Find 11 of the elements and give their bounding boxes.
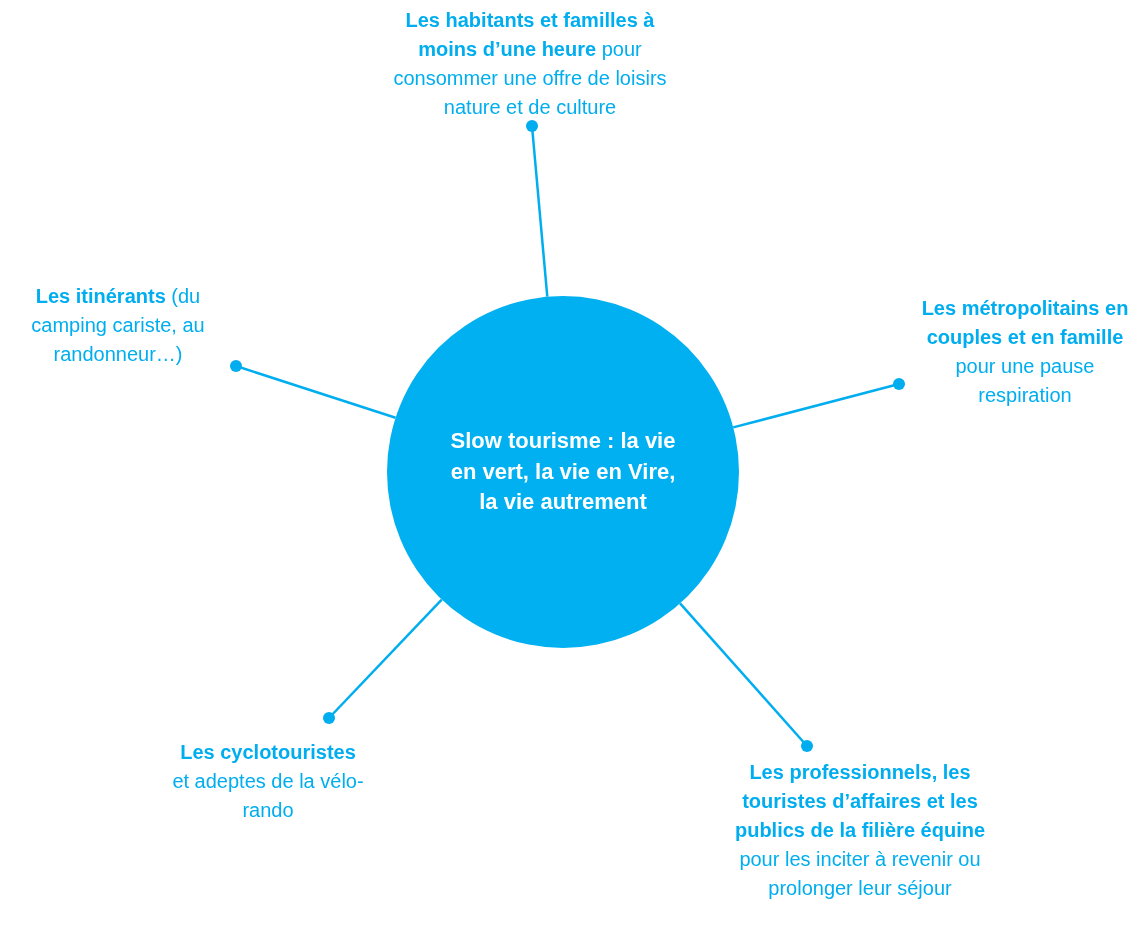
connector-line xyxy=(732,378,905,429)
audience-text: Les habitants et familles à moins d’une heure pour consommer une offre de loisirs nature et de culture xyxy=(392,8,668,120)
audience-text: Les itinérants (du camping cariste, au randonneur…) xyxy=(30,284,206,367)
circle-title: Slow tourisme : la vie en vert, la vie en Vire, la vie autrement xyxy=(449,426,677,517)
audience-text: Les métropolitains en couples et en famille pour une pause respiration xyxy=(920,296,1130,408)
connector-line xyxy=(230,360,396,419)
connector-line xyxy=(323,598,443,724)
audience-text: Les professionnels, les touristes d’affaires et les publics de la filière équine pour les inciter à revenir ou prolonger leur séjour xyxy=(733,760,987,901)
audience-text: Les cyclotouristes et adeptes de la vélo-rando xyxy=(171,740,365,823)
connector-line xyxy=(526,120,549,297)
connector-line xyxy=(679,602,813,752)
